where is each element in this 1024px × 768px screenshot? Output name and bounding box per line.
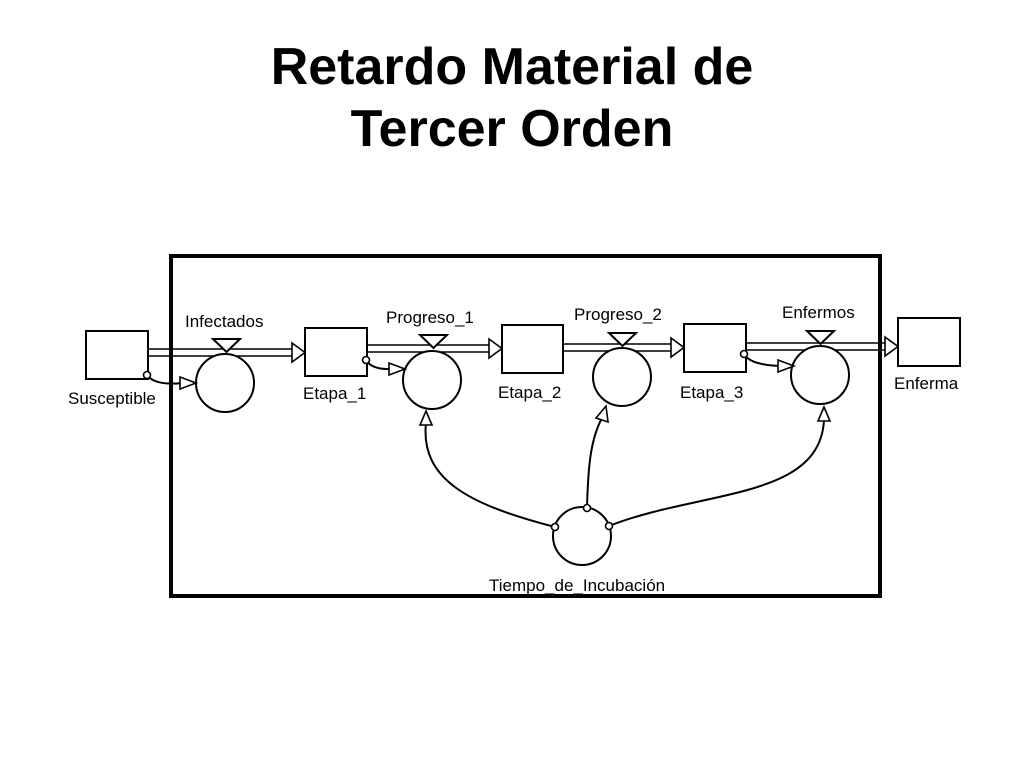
valve-infectados [210,338,243,354]
connector-susceptible-to-infectados [142,370,199,391]
stock-enferma [897,317,961,367]
stock-etapa-2 [501,324,564,374]
connector-tiempo-to-enfermos [604,404,832,531]
connector-tiempo-to-progreso-2 [582,404,609,513]
label-etapa-2: Etapa_2 [498,383,561,402]
stock-etapa-1 [304,327,368,377]
label-progreso-1: Progreso_1 [386,308,474,327]
label-tiempo-de-incubacion: Tiempo_de_Incubación [489,576,665,595]
flow-regulator-infectados [195,353,255,413]
connector-etapa-1-to-progreso-1 [361,355,408,377]
label-susceptible: Susceptible [68,389,156,408]
converter-tiempo-de-incubacion [552,506,612,566]
connector-etapa-3-to-enfermos [739,349,797,374]
flow-regulator-enfermos [790,345,850,405]
label-enferma: Enferma [894,374,959,393]
title-line-2: Tercer Orden [350,100,674,158]
label-etapa-3: Etapa_3 [680,383,743,402]
valve-progreso-1 [417,334,450,350]
title-line-1: Retardo Material de [270,38,754,96]
label-infectados: Infectados [185,312,263,331]
label-progreso-2: Progreso_2 [574,305,662,324]
flow-regulator-progreso-2 [592,347,652,407]
stock-susceptible [85,330,149,380]
label-enfermos: Enfermos [782,303,855,322]
valve-progreso-2 [606,332,639,348]
valve-enfermos [804,330,837,346]
stock-etapa-3 [683,323,747,373]
model-boundary-frame [169,254,882,598]
flow-regulator-progreso-1 [402,350,462,410]
label-etapa-1: Etapa_1 [303,384,366,403]
slide-title: Retardo Material de Tercer Orden [0,36,1024,160]
connector-tiempo-to-progreso-1 [418,408,560,532]
